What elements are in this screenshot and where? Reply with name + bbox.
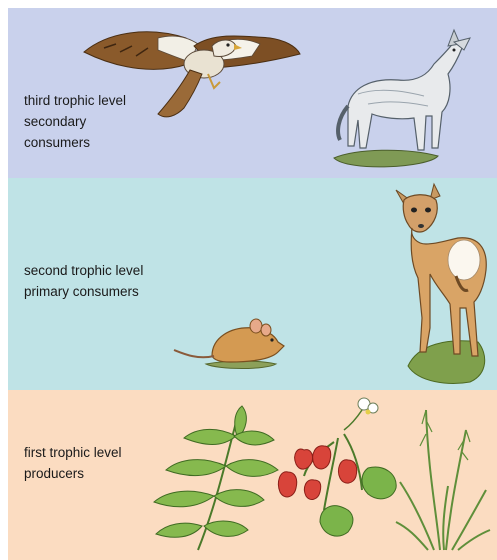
wolf-illustration <box>334 30 470 167</box>
band-third-trophic-level: third trophic level secondary consumers <box>8 8 497 178</box>
band-second-trophic-level: second trophic level primary consumers <box>8 178 497 390</box>
deer-illustration <box>396 184 486 383</box>
mouse-illustration <box>174 319 284 369</box>
third-level-illustrations <box>8 8 497 178</box>
second-level-illustrations <box>8 178 497 390</box>
grass-illustration <box>396 410 490 550</box>
fern-leaf-illustration <box>154 406 278 550</box>
band-first-trophic-level: first trophic level producers <box>8 390 497 560</box>
hawk-illustration <box>84 32 300 117</box>
first-level-illustrations <box>8 390 497 560</box>
strawberry-plant-illustration <box>278 398 396 536</box>
